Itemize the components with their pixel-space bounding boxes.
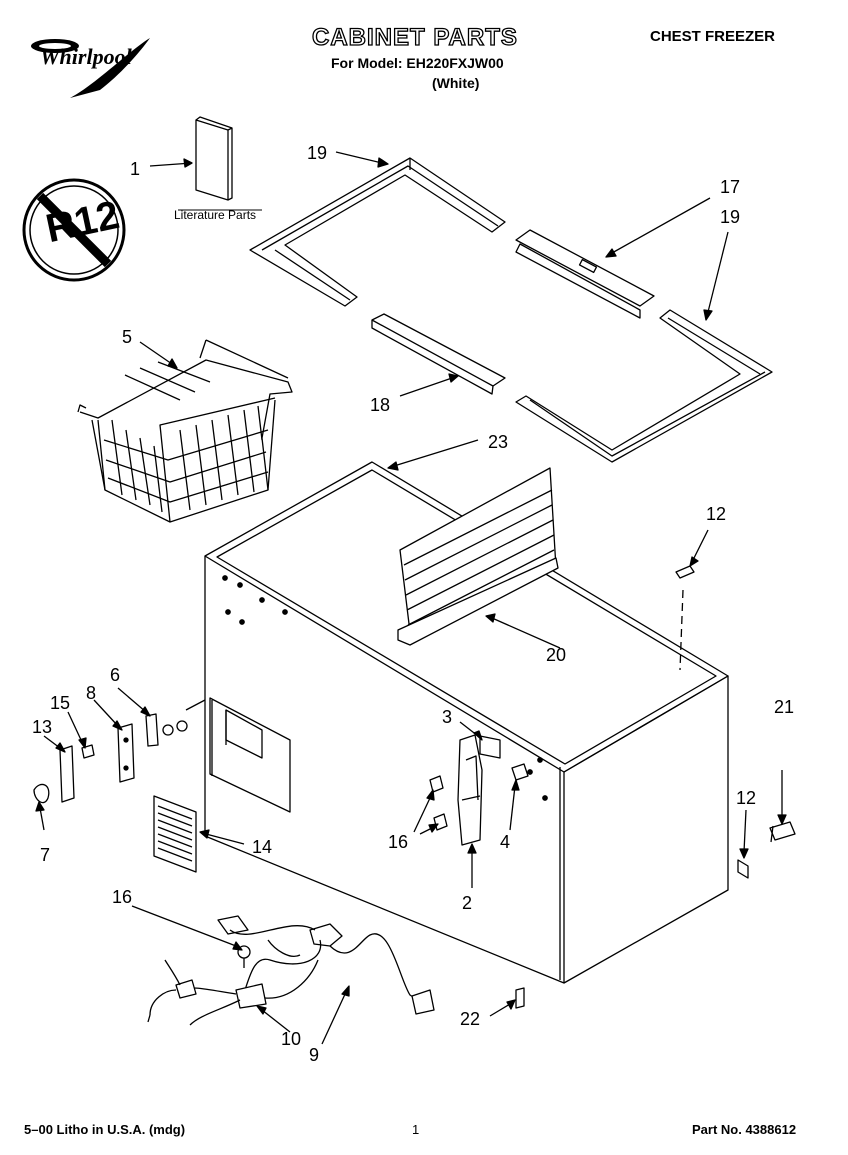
freezer-cabinet: [204, 461, 729, 984]
product-type: CHEST FREEZER: [650, 28, 776, 45]
callout-23: 23: [488, 432, 509, 452]
callout-21: 21: [774, 697, 795, 717]
callout-6: 6: [110, 665, 121, 685]
color-note: (White): [432, 75, 480, 91]
whirlpool-logo-icon: [31, 38, 150, 98]
callout-15: 15: [50, 693, 71, 713]
page-title: CABINET PARTS: [311, 23, 518, 51]
callout-20: 20: [546, 645, 567, 665]
callout-19-top: 19: [307, 143, 328, 163]
storage-basket: [77, 339, 293, 523]
callout-13: 13: [32, 717, 53, 737]
callout-18: 18: [370, 395, 391, 415]
callout-17: 17: [720, 177, 741, 197]
wiring-harness: [147, 915, 435, 1026]
no-r12-badge-icon: [22, 178, 126, 282]
callout-22: 22: [460, 1009, 481, 1029]
callout-19-right: 19: [720, 207, 741, 227]
callout-12-side: 12: [736, 788, 757, 808]
brand-logo: Whirlpool: [40, 44, 132, 69]
footer-litho: 5–00 Litho in U.S.A. (mdg): [24, 1122, 186, 1137]
divider-panel: [397, 467, 559, 646]
lid-liner-frame: [249, 157, 773, 463]
left-electrical-parts: [33, 699, 206, 804]
footer-page-number: 1: [412, 1122, 420, 1137]
callout-12-top: 12: [706, 504, 727, 524]
callout-2: 2: [462, 893, 473, 913]
callout-9: 9: [309, 1045, 320, 1065]
callout-14: 14: [252, 837, 273, 857]
callout-8: 8: [86, 683, 97, 703]
model-subtitle: For Model: EH220FXJW00: [331, 55, 504, 71]
callout-5: 5: [122, 327, 133, 347]
literature-label: Literature Parts: [174, 208, 257, 222]
callout-10: 10: [281, 1029, 302, 1049]
literature-booklet: [149, 116, 262, 211]
callout-4: 4: [500, 832, 511, 852]
leveling-leg: [769, 821, 796, 843]
callout-3: 3: [442, 707, 453, 727]
callout-7: 7: [40, 845, 51, 865]
toe-grille: [153, 795, 197, 873]
callout-16-left: 16: [112, 887, 133, 907]
callout-16-right: 16: [388, 832, 409, 852]
footer-part-number: Part No. 4388612: [692, 1122, 797, 1137]
callout-1: 1: [130, 159, 141, 179]
